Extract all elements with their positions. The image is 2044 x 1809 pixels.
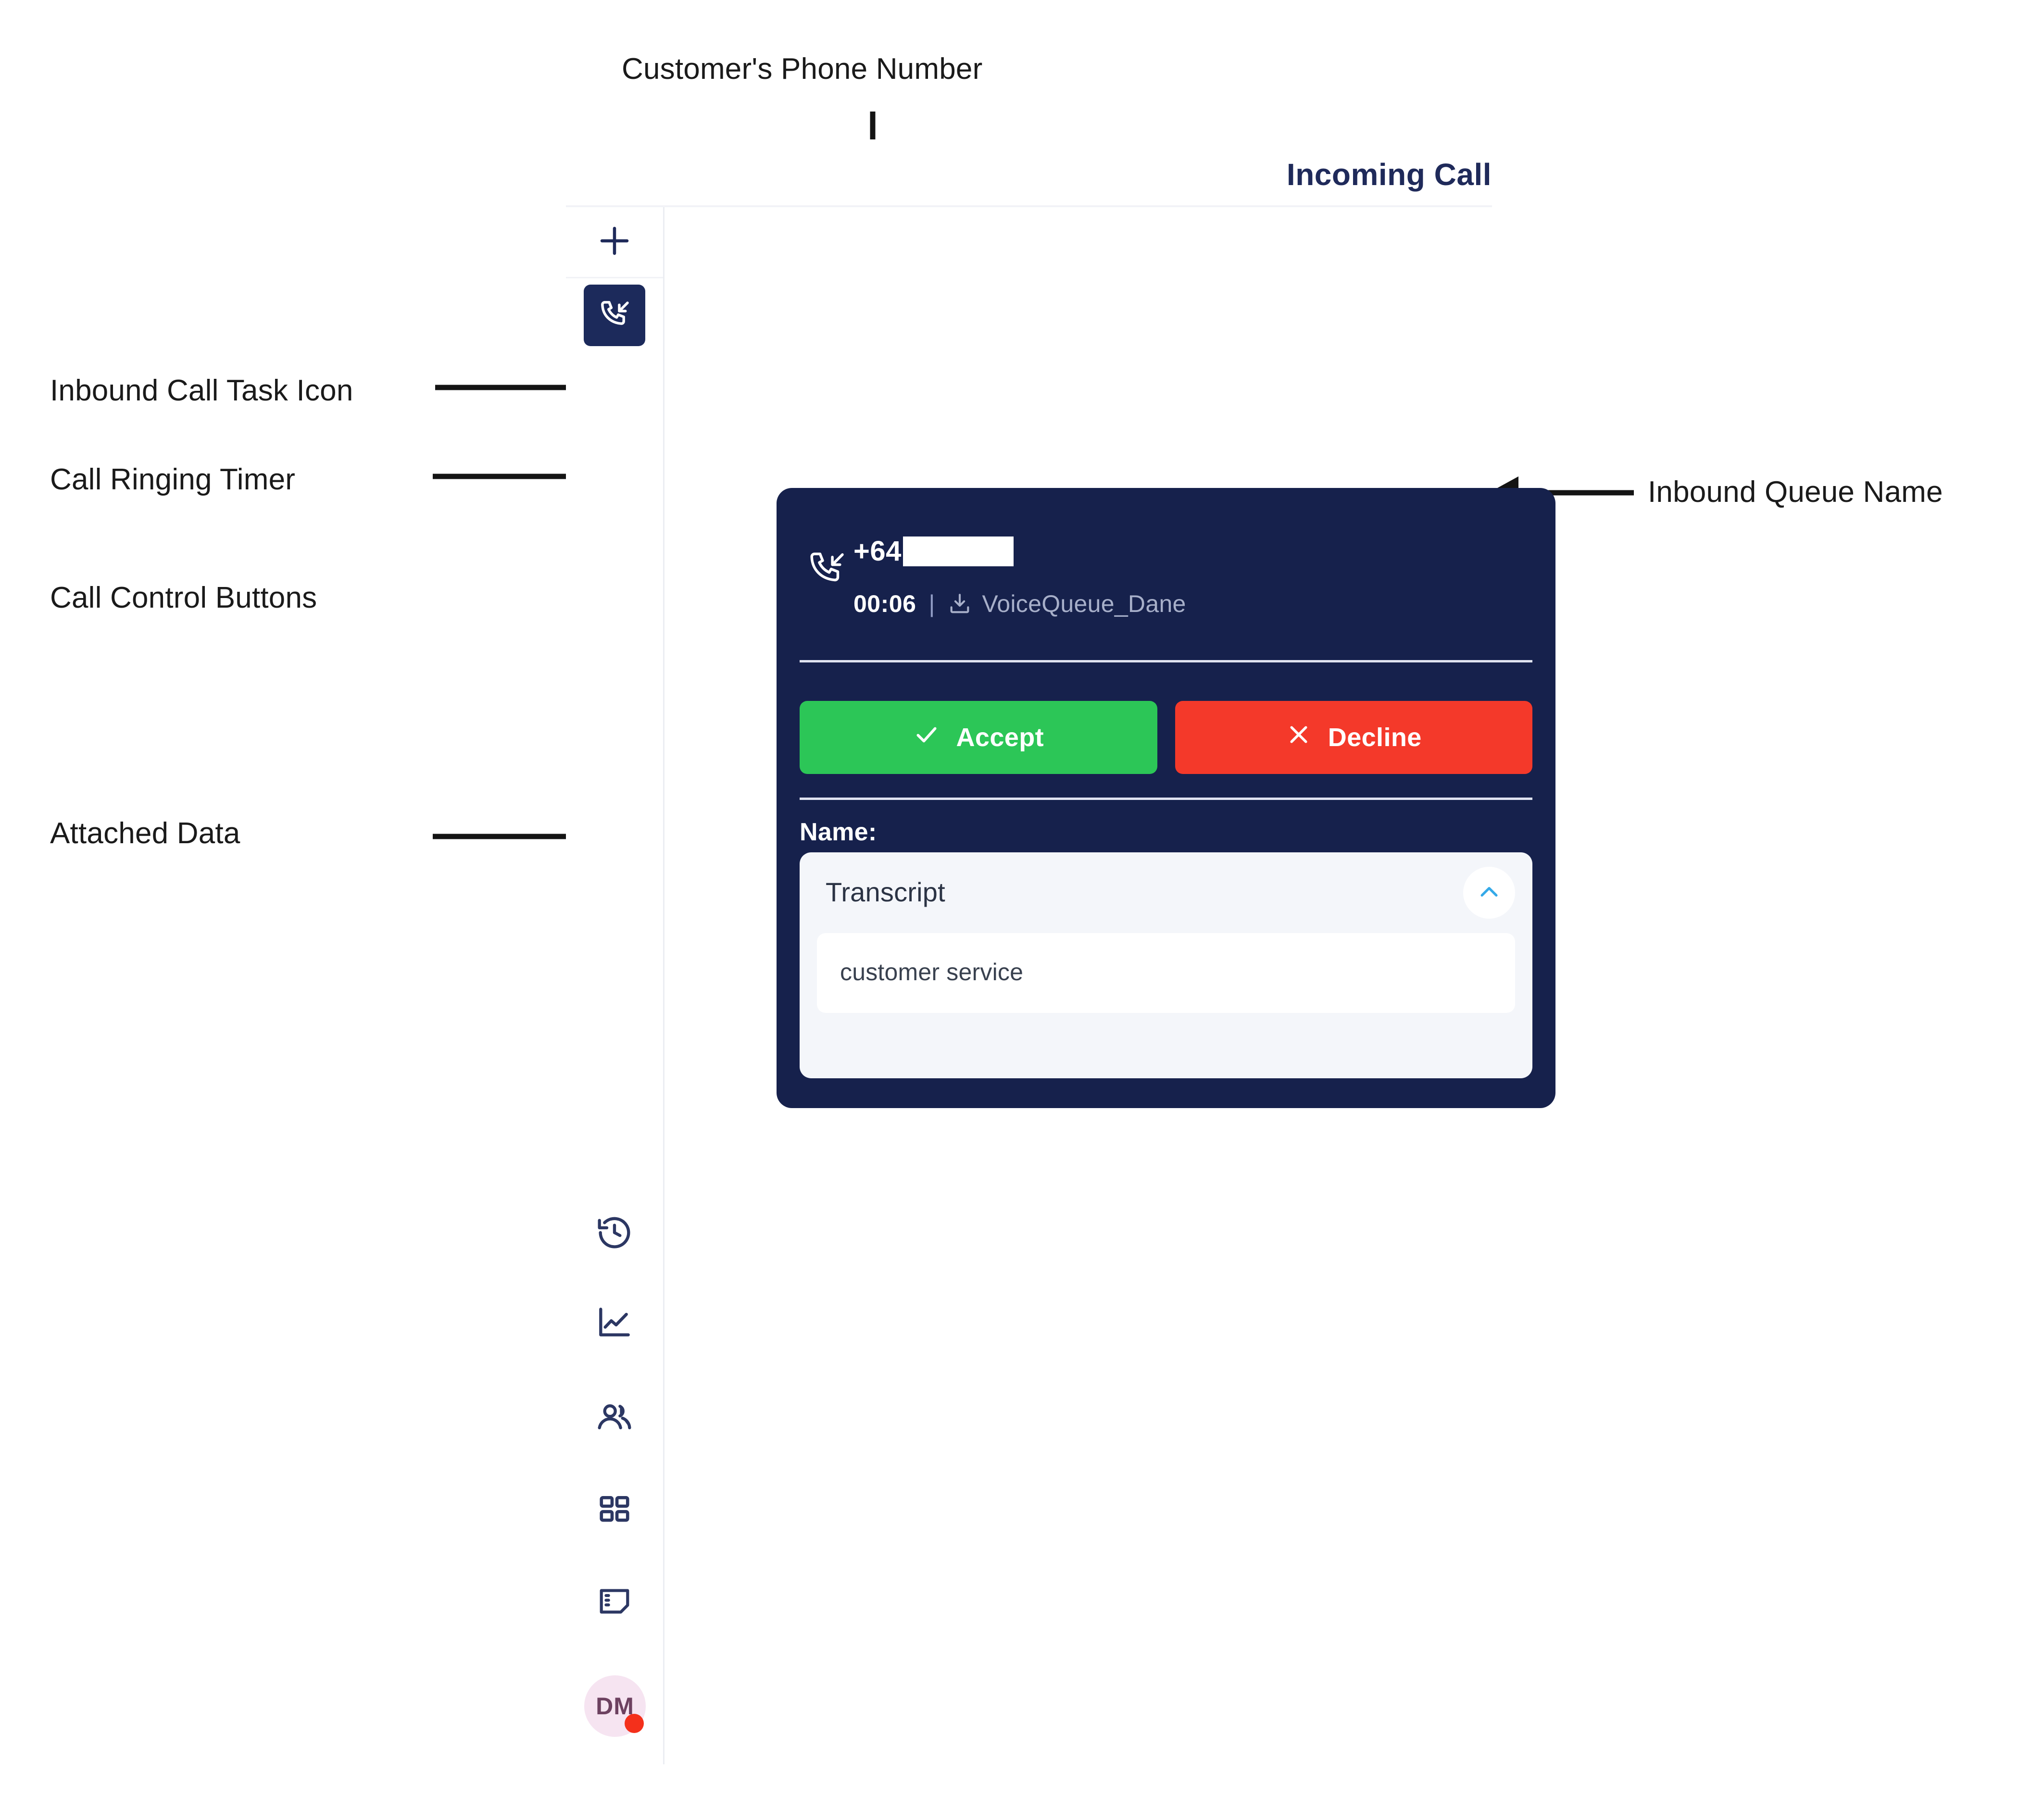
inbound-call-icon	[805, 548, 848, 592]
annotation-label-call-ringing-timer: Call Ringing Timer	[50, 463, 296, 496]
meta-separator: |	[928, 590, 935, 617]
inbound-queue-name: VoiceQueue_Dane	[982, 590, 1186, 617]
download-inbox-icon	[947, 591, 972, 616]
annotation-label-inbound-call-task-icon: Inbound Call Task Icon	[50, 374, 353, 407]
inbound-call-task-tile[interactable]	[584, 285, 645, 346]
card-divider-top	[800, 660, 1532, 662]
close-icon	[1286, 722, 1312, 754]
customer-phone-number: +64	[853, 535, 1014, 567]
accept-button-label: Accept	[956, 723, 1044, 752]
header-divider	[566, 205, 1492, 207]
sidebar-item-analytics[interactable]	[566, 1288, 663, 1360]
icon-rail: DM	[566, 207, 665, 1764]
plus-icon	[596, 222, 633, 262]
sidebar-item-contacts[interactable]	[566, 1382, 663, 1454]
phone-number-redaction	[903, 536, 1014, 566]
inbound-call-icon	[597, 297, 632, 334]
check-icon	[913, 721, 940, 754]
page-title: Incoming Call	[1286, 157, 1492, 192]
avatar[interactable]: DM	[584, 1675, 646, 1737]
incoming-call-card: +64 00:06 | VoiceQueue_Dane	[777, 488, 1555, 1108]
call-ringing-timer: 00:06	[853, 590, 916, 617]
grid-apps-icon	[596, 1491, 633, 1530]
sidebar-item-inbound-call-task[interactable]	[566, 279, 663, 351]
annotation-label-attached-data: Attached Data	[50, 817, 240, 850]
attached-data-label: Name:	[800, 818, 877, 846]
transcript-value-box: customer service	[817, 933, 1515, 1013]
transcript-collapse-button[interactable]	[1463, 867, 1515, 919]
contacts-icon	[595, 1398, 634, 1439]
sidebar-item-notes[interactable]	[566, 1566, 663, 1638]
notes-icon	[596, 1582, 633, 1622]
sidebar-item-apps[interactable]	[566, 1474, 663, 1547]
card-divider-bottom	[800, 798, 1532, 800]
transcript-heading: Transcript	[826, 877, 945, 907]
annotation-label-inbound-queue-name: Inbound Queue Name	[1648, 475, 1943, 509]
annotation-label-call-control-buttons: Call Control Buttons	[50, 581, 317, 614]
phone-number-text: +64	[853, 536, 902, 567]
add-task-button[interactable]	[566, 207, 663, 278]
call-meta-row: 00:06 | VoiceQueue_Dane	[853, 590, 1186, 618]
call-header: +64 00:06 | VoiceQueue_Dane	[777, 488, 1555, 642]
sidebar-item-history[interactable]	[566, 1198, 663, 1270]
transcript-panel: Transcript customer service	[800, 852, 1532, 1078]
decline-button[interactable]: Decline	[1175, 701, 1532, 774]
call-control-buttons: Accept Decline	[800, 701, 1532, 774]
transcript-value: customer service	[840, 959, 1024, 986]
annotation-label-customer-phone-number: Customer's Phone Number	[622, 52, 983, 86]
app-window: Incoming Call	[566, 139, 1555, 1764]
app-header: Incoming Call	[566, 139, 1492, 205]
decline-button-label: Decline	[1328, 723, 1422, 752]
chevron-up-icon	[1476, 878, 1503, 908]
line-chart-icon	[595, 1304, 634, 1345]
accept-button[interactable]: Accept	[800, 701, 1157, 774]
status-badge	[625, 1714, 644, 1733]
history-icon	[595, 1213, 634, 1254]
main-panel: +64 00:06 | VoiceQueue_Dane	[666, 207, 1555, 1764]
